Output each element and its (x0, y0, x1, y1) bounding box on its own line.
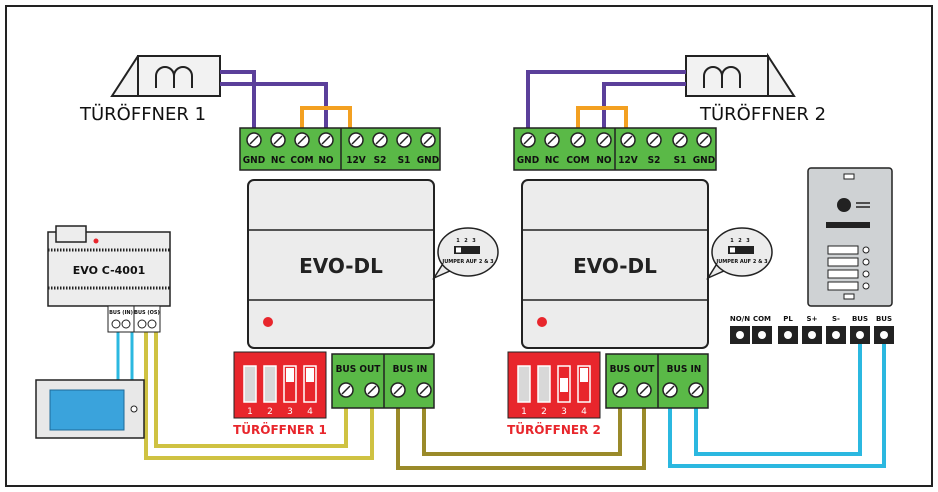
svg-text:S+: S+ (807, 315, 818, 323)
term-gnd: GND (243, 155, 265, 166)
wire-purple-right (526, 70, 686, 138)
term-s1: S1 (398, 155, 411, 166)
wire-olive-2 (422, 392, 622, 456)
svg-text:COM: COM (753, 315, 771, 323)
controller-term-os: BUS (OS) (134, 310, 160, 316)
svg-text:BUS: BUS (852, 315, 868, 323)
led-indicator (537, 317, 547, 327)
term-com: COM (566, 155, 589, 166)
dip-switch-left: 1 2 3 4 (233, 351, 327, 419)
wire-orange-right (576, 106, 628, 138)
jumper-callout-right: 1 2 3 JUMPER AUF 2 & 3 (706, 227, 773, 280)
wire-cyan-2 (694, 336, 862, 456)
term-nc: NC (271, 155, 286, 166)
jumper-text: JUMPER AUF 2 & 3 (441, 259, 494, 265)
jumper-callout-left: 1 2 3 JUMPER AUF 2 & 3 (432, 227, 499, 280)
svg-text:4: 4 (307, 407, 313, 417)
wire-purple-right-2 (602, 82, 686, 138)
term-no: NO (596, 155, 612, 166)
svg-text:4: 4 (581, 407, 587, 417)
term-gnd: GND (517, 155, 539, 166)
svg-text:1: 1 (247, 407, 253, 417)
controller-term-in: BUS (IN) (109, 310, 133, 316)
term-s2: S2 (374, 155, 387, 166)
controller-evo-c4001: EVO C-4001 BUS (IN) BUS (OS) (47, 225, 171, 333)
dip-caption-left: TÜRÖFFNER 1 (233, 422, 327, 437)
wire-orange-left (300, 106, 352, 138)
svg-text:BUS: BUS (876, 315, 892, 323)
svg-text:2: 2 (738, 238, 742, 244)
jumper-text: JUMPER AUF 2 & 3 (715, 259, 768, 265)
svg-text:PL: PL (783, 315, 793, 323)
wire-purple-left-2 (220, 82, 328, 138)
door-opener-2-label: TÜRÖFFNER 2 (699, 103, 826, 125)
svg-text:1: 1 (456, 238, 460, 244)
controller-name: EVO C-4001 (73, 264, 146, 277)
svg-text:NO/N: NO/N (730, 315, 750, 323)
outdoor-station (807, 167, 893, 307)
svg-text:3: 3 (472, 238, 476, 244)
svg-text:S-: S- (832, 315, 840, 323)
bus-out-label: BUS OUT (336, 364, 382, 375)
module-label: EVO-DL (573, 254, 657, 278)
svg-text:3: 3 (746, 238, 750, 244)
term-12v: 12V (618, 155, 638, 166)
svg-text:3: 3 (287, 407, 293, 417)
svg-text:1: 1 (730, 238, 734, 244)
term-s2: S2 (648, 155, 661, 166)
svg-text:3: 3 (561, 407, 567, 417)
bus-out-label: BUS OUT (610, 364, 656, 375)
wire-olive-1 (396, 392, 646, 470)
svg-text:1: 1 (521, 407, 527, 417)
indoor-monitor (35, 379, 145, 439)
svg-text:2: 2 (541, 407, 547, 417)
svg-text:2: 2 (464, 238, 468, 244)
term-12v: 12V (346, 155, 366, 166)
door-opener-1-icon (110, 55, 221, 97)
term-com: COM (290, 155, 313, 166)
outdoor-terminals: NO/N COM PL S+ S- BUS BUS (730, 315, 894, 344)
bus-terminals-left: BUS OUT BUS IN (331, 353, 435, 409)
wire-cyan-monitor (116, 332, 134, 380)
term-no: NO (318, 155, 334, 166)
bus-in-label: BUS IN (667, 364, 702, 375)
evo-dl-module-left: EVO-DL (247, 179, 435, 349)
wire-purple-left (220, 70, 256, 138)
term-gnd-2: GND (693, 155, 715, 166)
wire-yellow-1 (144, 332, 374, 460)
relay-terminal-block-right: GND NC COM NO 12V S2 S1 GND (513, 127, 717, 171)
evo-dl-module-right: EVO-DL (521, 179, 709, 349)
term-s1: S1 (674, 155, 687, 166)
bus-in-label: BUS IN (393, 364, 428, 375)
wire-yellow-2 (154, 332, 348, 448)
module-label: EVO-DL (299, 254, 383, 278)
led-indicator (263, 317, 273, 327)
dip-switch-right: 1 2 3 4 (507, 351, 601, 419)
door-opener-2-icon (685, 52, 796, 97)
dip-caption-right: TÜRÖFFNER 2 (507, 422, 601, 437)
door-opener-1-label: TÜRÖFFNER 1 (79, 103, 206, 125)
relay-terminal-block-left: GND NC COM NO 12V S2 S1 GND (239, 127, 441, 171)
term-nc: NC (545, 155, 560, 166)
bus-terminals-right: BUS OUT BUS IN (605, 353, 709, 409)
term-gnd-2: GND (417, 155, 439, 166)
wire-cyan-1 (668, 336, 886, 468)
svg-text:2: 2 (267, 407, 273, 417)
